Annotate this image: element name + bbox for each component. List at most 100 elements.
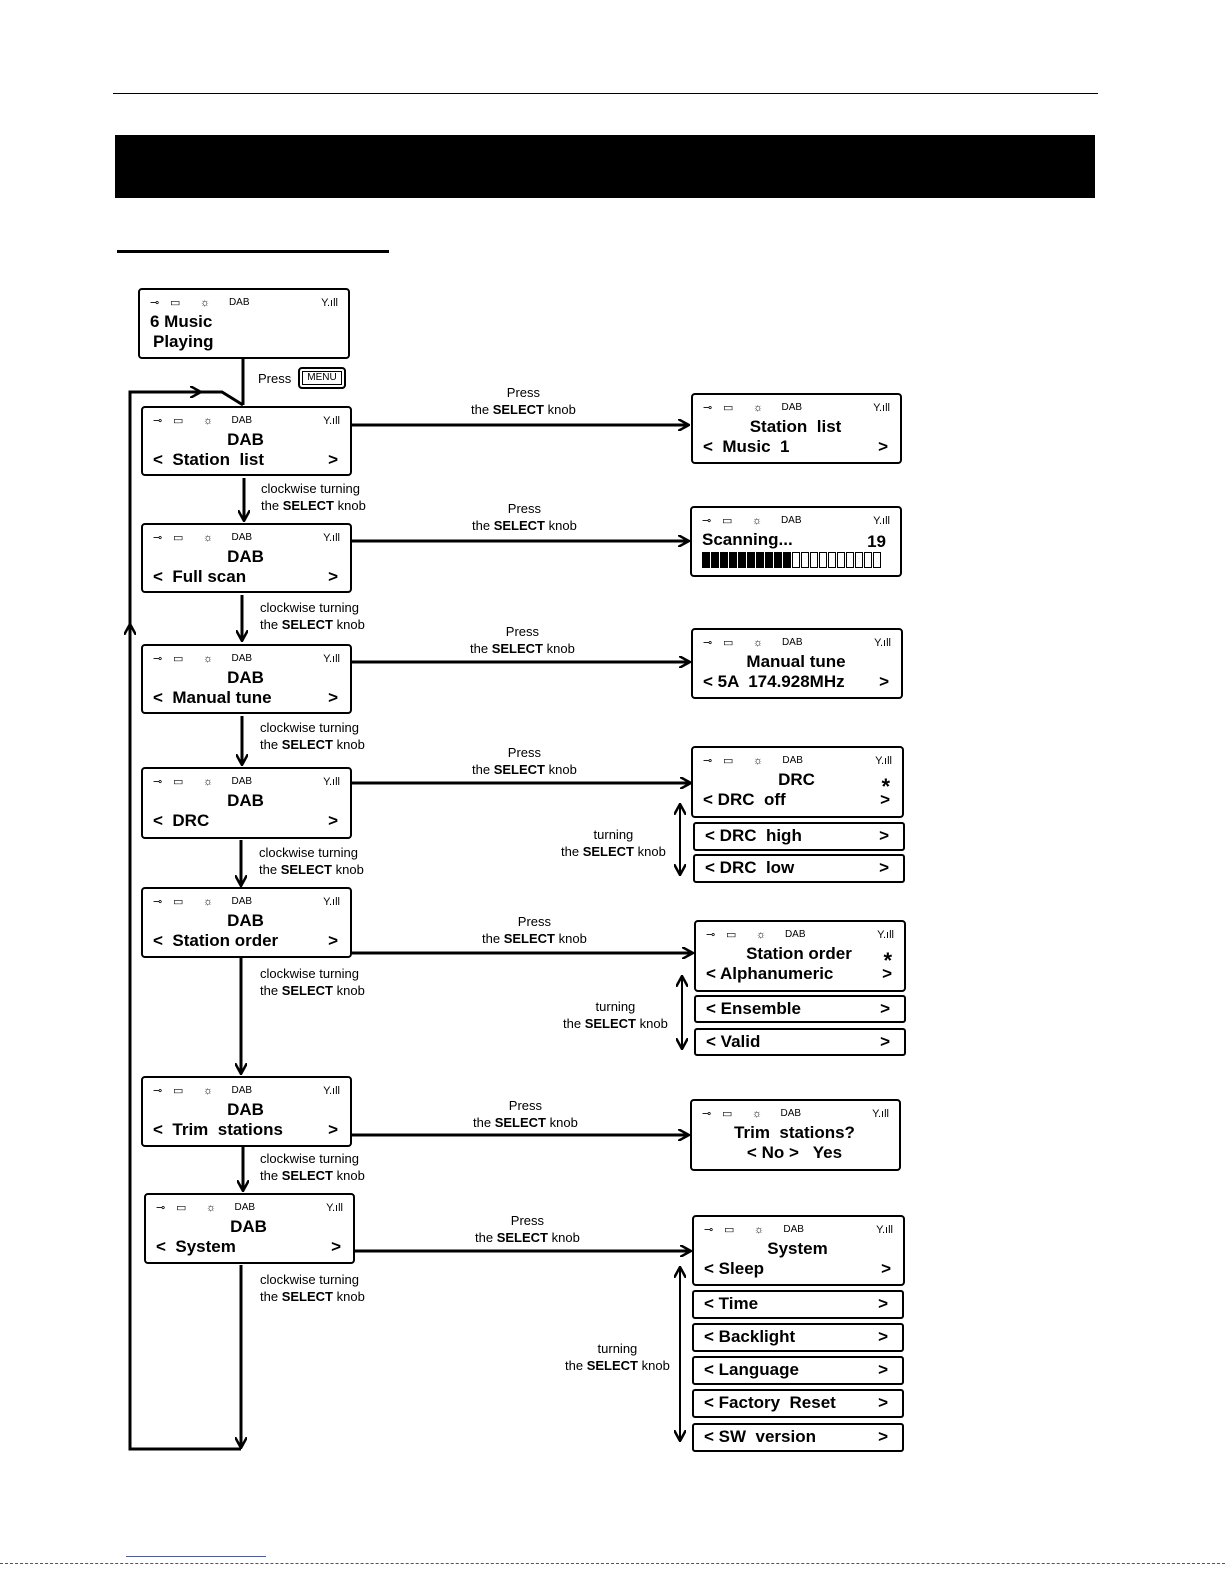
nav-left: < — [153, 450, 163, 469]
screen-title: Station order — [746, 944, 852, 963]
option-label: SW version — [718, 1427, 816, 1446]
signal-icon: Y.ıll — [323, 1085, 340, 1097]
nav-left: < — [704, 1427, 714, 1446]
nav-right: > — [878, 1393, 888, 1412]
signal-icon: Y.ıll — [323, 415, 340, 427]
signal-icon: Y.ıll — [875, 755, 892, 767]
menu-option: < Factory Reset> — [692, 1389, 904, 1418]
nav-left: < — [703, 790, 713, 809]
menu-button[interactable]: MENU — [298, 367, 346, 389]
nav-left: < — [703, 437, 713, 456]
screen-title: DAB — [227, 911, 264, 930]
plug-icon: ⊸ — [153, 415, 163, 427]
mode-label: DAB — [231, 776, 253, 787]
screen-item: < Full scan> — [153, 567, 338, 587]
nav-left: < — [153, 688, 163, 707]
battery-icon: ▭ — [173, 896, 184, 908]
item-label: Station list — [172, 450, 265, 469]
scan-progress-bar — [702, 552, 881, 570]
selected-marker: * — [883, 948, 892, 973]
progress-segment — [801, 552, 809, 568]
status-bar: ⊸ ▭ ☼ DAB Y.ıll — [706, 928, 894, 942]
plug-icon: ⊸ — [702, 515, 712, 527]
section-banner — [115, 135, 1095, 198]
mode-label: DAB — [231, 532, 253, 543]
status-bar: ⊸ ▭ ☼ DAB Y.ıll — [702, 1107, 889, 1121]
item-label: System — [175, 1237, 236, 1256]
battery-icon: ▭ — [173, 776, 184, 788]
mode-label: DAB — [782, 755, 803, 766]
footer-link-line — [126, 1556, 266, 1557]
item-label: Alphanumeric — [720, 964, 834, 983]
screen-item: < 5A 174.928MHz> — [703, 672, 889, 692]
progress-segment — [810, 552, 818, 568]
item-label: Music 1 — [722, 437, 790, 456]
status-bar: ⊸ ▭ ☼ DAB Y.ıll — [703, 754, 892, 768]
nav-right: > — [879, 672, 889, 691]
nav-right: > — [878, 1294, 888, 1313]
nav-right: > — [328, 811, 338, 830]
mode-label: DAB — [228, 297, 250, 308]
screen-item: < Music 1> — [703, 437, 888, 457]
nav-right: > — [880, 1032, 890, 1051]
screen-title: DAB — [227, 791, 264, 810]
item-label: 5A 174.928MHz — [717, 672, 845, 691]
plug-icon: ⊸ — [703, 755, 713, 767]
plug-icon: ⊸ — [153, 896, 163, 908]
status-bar: ⊸ ▭ ☼ DAB Y.ıll — [150, 296, 338, 310]
lcd-station-order: ⊸ ▭ ☼ DAB Y.ıll Station order * < Alphan… — [694, 920, 906, 992]
signal-icon: Y.ıll — [877, 929, 894, 941]
plug-icon: ⊸ — [703, 402, 713, 414]
status-bar: ⊸ ▭ ☼ DAB Y.ıll — [704, 1223, 893, 1237]
sun-icon: ☼ — [752, 1108, 763, 1120]
signal-icon: Y.ıll — [873, 402, 890, 414]
nav-left: < — [153, 567, 163, 586]
progress-segment — [738, 552, 746, 568]
option-label: DRC high — [719, 826, 802, 845]
signal-icon: Y.ıll — [872, 1108, 889, 1120]
status-bar: ⊸ ▭ ☼ DAB Y.ıll — [702, 514, 890, 528]
battery-icon: ▭ — [173, 532, 184, 544]
signal-icon: Y.ıll — [323, 776, 340, 788]
nav-left: < — [704, 1360, 714, 1379]
nav-right: > — [882, 964, 892, 983]
nav-left: < — [704, 1393, 714, 1412]
sun-icon: ☼ — [203, 1085, 214, 1097]
nav-left: < — [705, 826, 715, 845]
nav-right: > — [879, 826, 889, 845]
plug-icon: ⊸ — [704, 1224, 714, 1236]
screen-title: Station list — [749, 417, 842, 436]
mode-label: DAB — [234, 1202, 256, 1213]
battery-icon: ▭ — [722, 515, 733, 527]
nav-right: > — [328, 450, 338, 469]
sun-icon: ☼ — [203, 532, 214, 544]
progress-segment — [783, 552, 791, 568]
sun-icon: ☼ — [753, 402, 764, 414]
nav-left: < — [706, 999, 716, 1018]
mode-label: DAB — [784, 929, 806, 940]
item-label: DRC — [172, 811, 210, 830]
plug-icon: ⊸ — [706, 929, 716, 941]
signal-icon: Y.ıll — [323, 532, 340, 544]
nav-left: < — [153, 1120, 163, 1139]
nav-right: > — [879, 858, 889, 877]
lcd-system: ⊸ ▭ ☼ DAB Y.ıll System < Sleep> — [692, 1215, 905, 1286]
mode-label: DAB — [781, 637, 803, 648]
lcd-drc: ⊸ ▭ ☼ DAB Y.ıll DRC * < DRC off> — [691, 746, 904, 818]
scanning-text: Scanning... — [702, 530, 793, 549]
battery-icon: ▭ — [173, 415, 184, 427]
progress-segment — [747, 552, 755, 568]
sun-icon: ☼ — [756, 929, 767, 941]
plug-icon: ⊸ — [702, 1108, 712, 1120]
